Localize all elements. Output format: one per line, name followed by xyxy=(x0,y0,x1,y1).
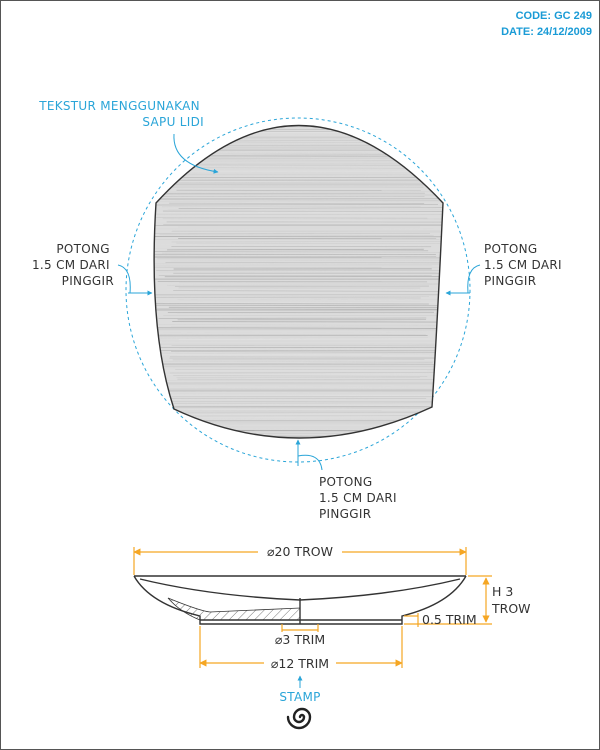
texture-stroke xyxy=(179,322,439,324)
texture-stroke xyxy=(154,304,443,307)
texture-stroke xyxy=(171,344,443,347)
texture-stroke xyxy=(170,325,443,328)
plate-side-profile xyxy=(133,575,467,625)
texture-stroke xyxy=(173,375,428,377)
texture-stroke xyxy=(154,373,443,375)
cut-leader-right xyxy=(467,264,481,294)
texture-stroke xyxy=(154,409,443,411)
texture-stroke xyxy=(158,440,452,441)
cut-label-bottom: POTONG 1.5 CM DARI PINGGIR xyxy=(319,475,401,521)
texture-stroke xyxy=(166,156,427,158)
top-diameter-label: ⌀20 TROW xyxy=(267,544,333,559)
texture-stroke xyxy=(167,248,424,251)
cut-label-left: POTONG 1.5 CM DARI PINGGIR xyxy=(32,242,114,288)
texture-stroke xyxy=(141,454,436,455)
inner-diameter-label: ⌀3 TRIM xyxy=(275,632,325,647)
texture-stroke xyxy=(154,415,443,417)
texture-stroke xyxy=(178,207,443,209)
texture-stroke xyxy=(170,260,443,262)
texture-stroke xyxy=(171,351,443,353)
dimension-label-bg xyxy=(258,542,342,560)
texture-stroke xyxy=(154,159,443,161)
texture-stroke xyxy=(163,362,433,364)
texture-stroke xyxy=(154,352,443,355)
texture-label: TEKSTUR MENGGUNAKAN SAPU LIDI xyxy=(38,99,204,129)
drawing-date: DATE: 24/12/2009 xyxy=(501,26,592,38)
texture-stroke xyxy=(179,386,434,388)
foot-label-bg xyxy=(264,654,336,672)
texture-stroke xyxy=(159,234,434,236)
texture-stroke xyxy=(154,324,441,326)
texture-stroke xyxy=(154,250,429,252)
cut-label-right: POTONG 1.5 CM DARI PINGGIR xyxy=(484,242,566,288)
texture-stroke xyxy=(179,282,443,284)
texture-stroke xyxy=(176,312,443,315)
texture-stroke xyxy=(159,380,432,382)
texture-stroke xyxy=(171,241,443,243)
stamp-spiral-icon xyxy=(286,707,312,730)
texture-stroke xyxy=(155,404,443,406)
plate-texture xyxy=(141,125,452,461)
texture-stroke xyxy=(154,217,428,219)
texture-stroke xyxy=(154,167,434,169)
texture-stroke xyxy=(158,143,443,145)
foot-diameter-label: ⌀12 TRIM xyxy=(271,656,329,671)
plate-top-view-outline xyxy=(153,124,444,439)
texture-stroke xyxy=(157,460,451,461)
stamp-label: STAMP xyxy=(279,690,320,704)
texture-stroke xyxy=(166,441,436,442)
texture-stroke xyxy=(155,327,443,329)
texture-stroke xyxy=(154,263,443,265)
drawing-code: CODE: GC 249 xyxy=(516,10,592,22)
texture-stroke xyxy=(154,215,426,217)
height-label: H 3 TROW xyxy=(491,584,531,616)
foot-height-label: 0.5 TRIM xyxy=(422,612,477,627)
texture-leader-line xyxy=(173,133,219,174)
texture-stroke xyxy=(173,448,445,449)
texture-stroke xyxy=(165,418,425,420)
texture-stroke xyxy=(155,165,422,167)
texture-stroke xyxy=(169,371,443,374)
cut-leader-bottom xyxy=(297,454,323,471)
texture-stroke xyxy=(173,290,443,292)
texture-stroke xyxy=(157,154,443,156)
texture-stroke xyxy=(167,284,443,286)
texture-stroke xyxy=(154,296,421,299)
cut-leader-left xyxy=(117,264,131,294)
